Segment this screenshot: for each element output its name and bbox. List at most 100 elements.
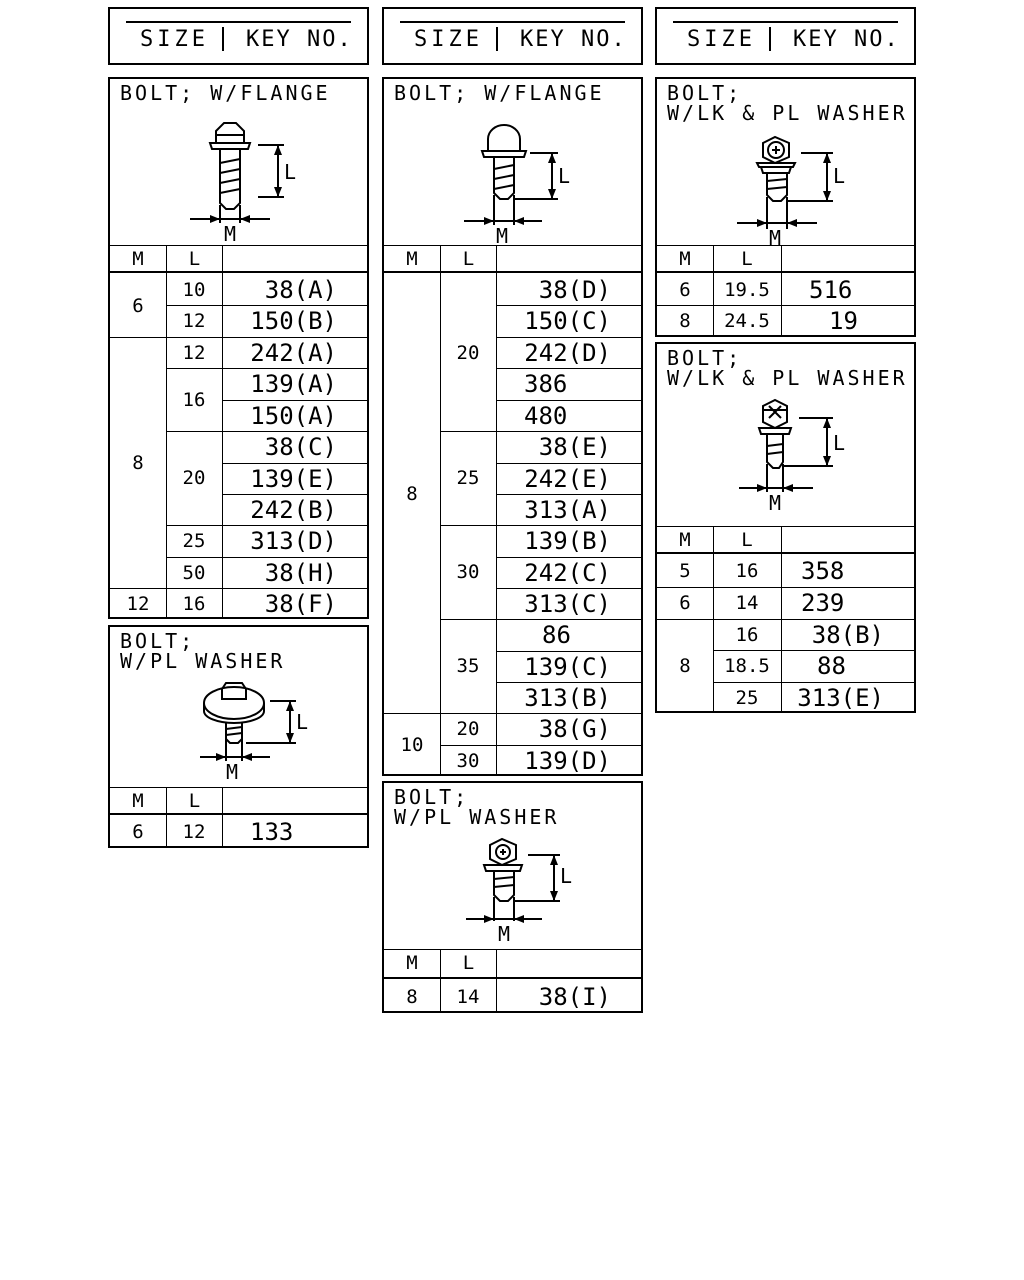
l-cell: 10 (182, 278, 206, 301)
table-top-rule (657, 526, 914, 527)
table-top-rule (110, 245, 367, 246)
panel-title: BOLT; W/LK & PL WASHER (667, 81, 908, 125)
dim-l-label: L (558, 164, 570, 188)
key-number: 242(C) (524, 558, 611, 587)
row-line (496, 651, 641, 652)
row-line (496, 305, 641, 306)
col-header-l: L (188, 248, 201, 270)
row-line (222, 400, 367, 401)
row-line (110, 588, 367, 589)
m-cell: 6 (679, 278, 691, 301)
key-number: 150(A) (250, 401, 337, 430)
row-line (496, 368, 641, 369)
row-line (496, 682, 641, 683)
key-number: 242(A) (250, 338, 337, 367)
l-col-line (222, 787, 223, 848)
row-line (496, 557, 641, 558)
key-number: 86 (542, 621, 571, 649)
m-cell: 5 (679, 560, 691, 582)
header-separator (657, 271, 914, 273)
row-line (657, 587, 914, 588)
key-number: 313(D) (250, 527, 337, 555)
m-cell: 8 (406, 985, 418, 1008)
col-header-m: M (132, 248, 144, 270)
key-number: 313(E) (797, 683, 884, 712)
l-cell: 12 (182, 821, 206, 843)
panel-bolt-flange-2: BOLT; W/FLANGE L M M L 8 10 20 (382, 77, 643, 776)
panel-title: BOLT; W/FLANGE (120, 81, 331, 105)
l-cell: 30 (456, 561, 480, 583)
lk-washer-bolt-drawing: L M (737, 135, 845, 250)
l-cell: 12 (182, 341, 206, 364)
header-divider (496, 27, 498, 51)
dim-m-label: M (224, 222, 236, 246)
header-separator (384, 271, 641, 273)
m-cell: 6 (132, 294, 144, 317)
key-no-label: KEY NO. (246, 27, 353, 52)
key-number: 313(A) (524, 495, 611, 524)
m-cell: 10 (400, 733, 424, 756)
col-header-l: L (188, 790, 201, 812)
col-header-m: M (406, 952, 418, 974)
l-cell: 25 (456, 467, 480, 489)
panel-bolt-pl-washer-2: BOLT; W/PL WASHER L M M L 8 14 38(I) (382, 781, 643, 1013)
dim-l-label: L (833, 164, 845, 188)
l-cell: 16 (735, 623, 759, 646)
key-number: 139(E) (250, 464, 337, 493)
row-line (496, 337, 641, 338)
key-number: 38(B) (811, 620, 884, 649)
col-header-l: L (462, 248, 475, 270)
l-cell: 19.5 (724, 278, 770, 301)
l-col-line (496, 949, 497, 1013)
m-col-line (166, 787, 167, 848)
key-number: 133 (250, 818, 294, 846)
key-number: 242(B) (250, 495, 337, 524)
col-header-l: L (462, 952, 475, 974)
l-cell: 20 (182, 467, 206, 489)
key-number: 313(B) (524, 683, 611, 712)
m-col-line (440, 245, 441, 776)
header-rule (126, 21, 351, 23)
row-line (440, 745, 641, 746)
col-header-m: M (679, 248, 691, 270)
dim-l-label: L (560, 864, 572, 888)
row-line (713, 650, 914, 651)
key-number: 38(F) (264, 589, 337, 618)
size-label: SIZE (140, 27, 209, 52)
l-cell: 25 (735, 686, 759, 709)
dim-m-label: M (496, 224, 508, 248)
lk-washer-bolt-drawing: L M (739, 398, 845, 515)
panel-title: BOLT; W/FLANGE (394, 81, 605, 105)
row-line (496, 494, 641, 495)
header-separator (110, 271, 367, 273)
key-number: 386 (524, 370, 568, 398)
header-separator (110, 813, 367, 815)
l-cell: 14 (735, 592, 759, 614)
row-line (440, 619, 641, 620)
key-number: 150(C) (524, 307, 611, 335)
size-key-header-1: SIZE KEY NO. (108, 7, 369, 65)
l-cell: 16 (182, 592, 206, 615)
dim-m-label: M (769, 491, 781, 515)
header-rule (400, 21, 625, 23)
m-col-line (440, 949, 441, 1013)
dim-l-label: L (284, 160, 296, 184)
row-line (657, 305, 914, 306)
l-cell: 30 (456, 749, 480, 772)
dim-m-label: M (226, 760, 238, 784)
key-number: 38(D) (538, 275, 611, 304)
l-col-line (781, 245, 782, 337)
washer-bolt-drawing: L M (200, 682, 308, 784)
l-col-line (496, 245, 497, 776)
key-number: 38(G) (538, 715, 611, 743)
key-number: 139(A) (250, 370, 337, 398)
col-header-m: M (132, 790, 144, 812)
row-line (496, 463, 641, 464)
header-rule (673, 21, 898, 23)
l-cell: 25 (182, 530, 206, 552)
key-no-label: KEY NO. (520, 27, 627, 52)
col-header-m: M (679, 529, 691, 551)
key-number: 480 (524, 401, 568, 430)
key-number: 38(E) (538, 433, 611, 461)
row-line (713, 682, 914, 683)
